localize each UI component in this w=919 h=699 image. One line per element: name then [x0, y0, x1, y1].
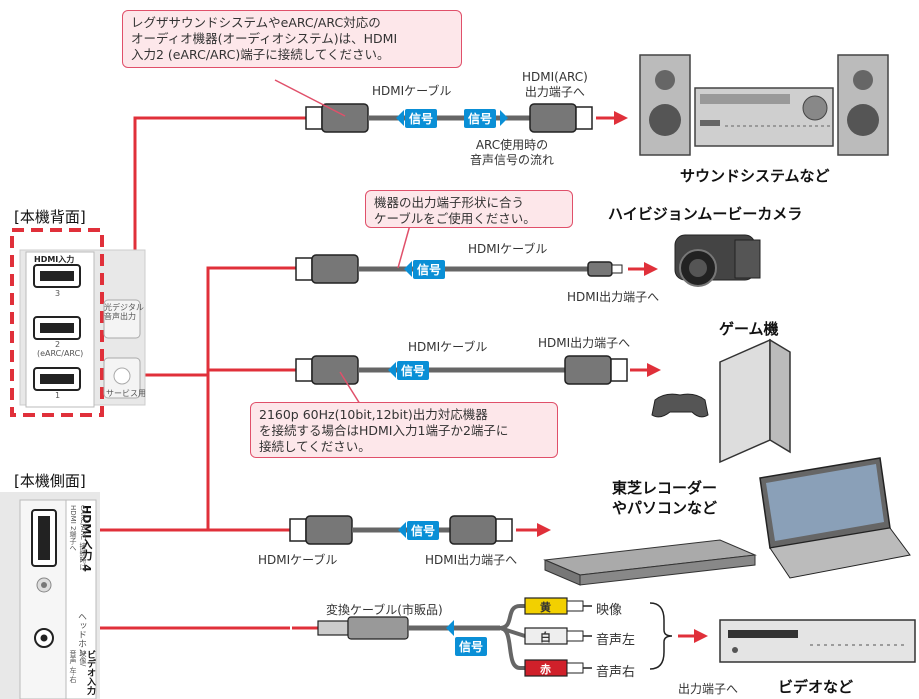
- port2-label: 2: [55, 340, 61, 349]
- tv-back-panel: [10, 228, 146, 417]
- out-terminal-label: 出力端子へ: [678, 682, 739, 696]
- arc-flow-label: ARC使用時の 音声信号の流れ: [470, 138, 555, 167]
- conversion-cable: [292, 597, 592, 677]
- hdmi-cable-label-3: HDMIケーブル: [408, 340, 488, 354]
- side-hdmi4-note: eARC/ARC 接続時は HDMI 2端子へ: [69, 505, 87, 571]
- rca-bracket: [649, 602, 673, 670]
- hdmi-cable-game: [295, 355, 628, 385]
- hdmi-cable-camera: [295, 254, 623, 284]
- gamepad-icon: [651, 393, 709, 418]
- signal-badge-3: 信号: [397, 361, 430, 380]
- vcr-image: [719, 619, 916, 663]
- tv-side-panel: [0, 492, 100, 699]
- side-headphone-label: ヘッドホン: [76, 612, 86, 657]
- optical-out-label: 光デジタル 音声出力: [104, 303, 144, 321]
- hdmi-out-label-game: HDMI出力端子へ: [538, 336, 631, 350]
- signal-badge-1b: 信号: [464, 109, 497, 128]
- yellow-plug-label: 黄: [540, 601, 551, 614]
- side-video-label: ビデオ入力: [85, 650, 95, 695]
- sound-system-label: サウンドシステムなど: [680, 167, 830, 185]
- cable-shape-note: 機器の出力端子形状に合う ケーブルをご使用ください。: [365, 190, 573, 228]
- signal-badge-2: 信号: [413, 260, 446, 279]
- vcr-label: ビデオなど: [778, 678, 854, 696]
- hdmi-cable-label-4: HDMIケーブル: [258, 553, 338, 567]
- port1-label: 1: [55, 391, 61, 400]
- red-plug-label: 赤: [540, 663, 551, 676]
- port2-sub-label: (eARC/ARC): [37, 349, 84, 358]
- signal-badge-4: 信号: [407, 521, 440, 540]
- side-hdmi4-label: HDMI入力 4: [80, 505, 93, 572]
- hdmi-input-label: HDMI入力: [34, 255, 75, 264]
- hdmi-cable-recorder: [289, 515, 513, 545]
- sound-system-image: [639, 54, 889, 156]
- side-panel-title: [本機側面]: [14, 472, 86, 490]
- back-panel-title: [本機背面]: [14, 208, 86, 226]
- arc-out-label: HDMI(ARC) 出力端子へ: [522, 70, 588, 99]
- recorder-laptop-image: [543, 457, 911, 586]
- service-label: サービス用: [106, 389, 146, 398]
- recorder-label: 東芝レコーダー やパソコンなど: [612, 479, 718, 517]
- audio-left-label: 音声左: [596, 633, 636, 648]
- white-plug-label: 白: [540, 631, 551, 644]
- soundbar-note: レグザサウンドシステムやeARC/ARC対応の オーディオ機器(オーディオシステ…: [122, 10, 462, 68]
- hdmi-cable-label-1: HDMIケーブル: [372, 84, 452, 98]
- camera-image: [674, 234, 761, 287]
- hdmi-out-label-camera: HDMI出力端子へ: [567, 290, 660, 304]
- audio-right-label: 音声右: [596, 665, 636, 680]
- uhd-note: 2160p 60Hz(10bit,12bit)出力対応機器 を接続する場合はHD…: [250, 402, 558, 458]
- signal-badge-5: 信号: [455, 637, 488, 656]
- game-console-label: ゲーム機: [719, 320, 779, 338]
- conversion-cable-label: 変換ケーブル(市販品): [326, 603, 443, 617]
- hdmi-cable-label-2: HDMIケーブル: [468, 242, 548, 256]
- back-panel-highlight: [10, 228, 104, 417]
- port3-label: 3: [55, 289, 61, 298]
- video-label: 映像: [596, 603, 623, 618]
- side-video-note: 映像/ 音声 左-右: [69, 650, 87, 683]
- signal-badge-1a: 信号: [405, 109, 438, 128]
- hdmi-cable-sound: [305, 103, 593, 133]
- game-console-image: [651, 338, 791, 464]
- camera-label: ハイビジョンムービーカメラ: [608, 205, 803, 223]
- hdmi-out-label-recorder: HDMI出力端子へ: [425, 553, 518, 567]
